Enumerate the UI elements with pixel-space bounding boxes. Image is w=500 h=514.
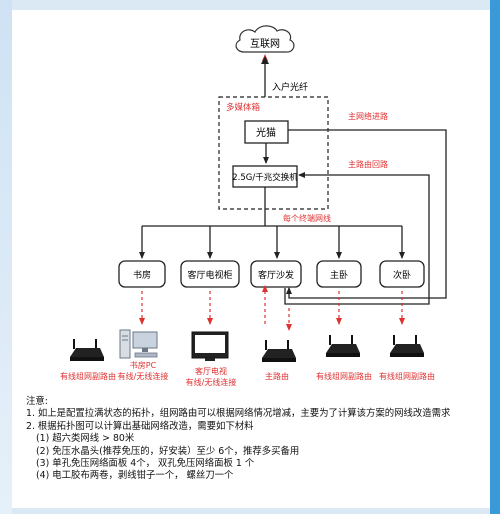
main-router-back-line <box>284 172 430 305</box>
tv-icon <box>191 331 229 361</box>
fiber-in-label: 入户光纤 <box>272 81 308 93</box>
fiber-arrow-up <box>261 56 269 64</box>
pc-label-line2: 有线/无线连接 <box>118 371 169 381</box>
diagram-panel <box>12 10 490 508</box>
pc-icon <box>119 329 158 359</box>
notes-item3: (3) 单孔免压网络面板 4个， 双孔免压网络面板 1 个 <box>36 458 255 470</box>
room-tv-cabinet: 客厅电视柜 <box>180 260 240 288</box>
notes-line1: 1. 如上是配置拉满状态的拓扑，组网路由可以根据网络情况增减，主要为了计算该方案… <box>26 408 451 420</box>
router-left-label: 有线组网副路由 <box>60 371 116 381</box>
room-study-label: 书房 <box>133 269 151 281</box>
main-router-label: 主路由 <box>265 371 289 381</box>
notes-item2: (2) 免压水晶头(推荐免压的，好安装）至少 6个，推荐多买备用 <box>36 445 300 457</box>
media-box-label: 多媒体箱 <box>226 102 261 113</box>
tv-label-line2: 有线/无线连接 <box>186 377 237 387</box>
room-master-label: 主卧 <box>330 269 348 281</box>
router-icon <box>262 340 296 362</box>
router-second-label: 有线组网副路由 <box>379 371 435 381</box>
room-sofa: 客厅沙发 <box>250 260 302 288</box>
room-study: 书房 <box>118 260 166 288</box>
main-in-label: 主网络进路 <box>348 111 388 121</box>
left-edge <box>0 0 12 514</box>
room-tv-cabinet-label: 客厅电视柜 <box>187 269 232 281</box>
notes-block: 注意: 1. 如上是配置拉满状态的拓扑，组网路由可以根据网络情况增减，主要为了计… <box>26 396 496 483</box>
notes-title: 注意: <box>26 396 48 407</box>
internet-cloud: 互联网 <box>235 25 295 53</box>
tv-label-line1: 客厅电视 <box>195 366 227 376</box>
room-second-label: 次卧 <box>393 269 411 281</box>
room-second: 次卧 <box>379 260 425 288</box>
per-terminal-label: 每个终端网线 <box>283 213 331 223</box>
router-icon <box>326 335 360 357</box>
router-master-label: 有线组网副路由 <box>316 371 372 381</box>
pc-label-line1: 书房PC <box>130 360 157 370</box>
notes-line2: 2. 根据拓扑图可以计算出基础网络改造，需要如下材料 <box>26 420 254 432</box>
room-master: 主卧 <box>316 260 362 288</box>
notes-item1: (1) 超六类网线 > 80米 <box>36 433 135 445</box>
media-box <box>218 96 329 210</box>
router-icon <box>70 339 104 361</box>
router-icon <box>390 335 424 357</box>
main-back-label: 主路由回路 <box>348 159 388 169</box>
main-network-in-line <box>286 129 447 299</box>
topology-diagram: 互联网 入户光纤 多媒体箱 光猫 2.5G/千兆交换机 主网络进路 主路由回路 … <box>60 25 447 387</box>
internet-label: 互联网 <box>250 38 280 50</box>
room-sofa-label: 客厅沙发 <box>258 269 294 281</box>
optical-modem-label: 光猫 <box>256 126 276 139</box>
right-edge <box>490 0 500 514</box>
notes-item4: (4) 电工胶布两卷，剥线钳子一个， 螺丝刀一个 <box>36 470 234 482</box>
switch-label: 2.5G/千兆交换机 <box>232 172 298 183</box>
